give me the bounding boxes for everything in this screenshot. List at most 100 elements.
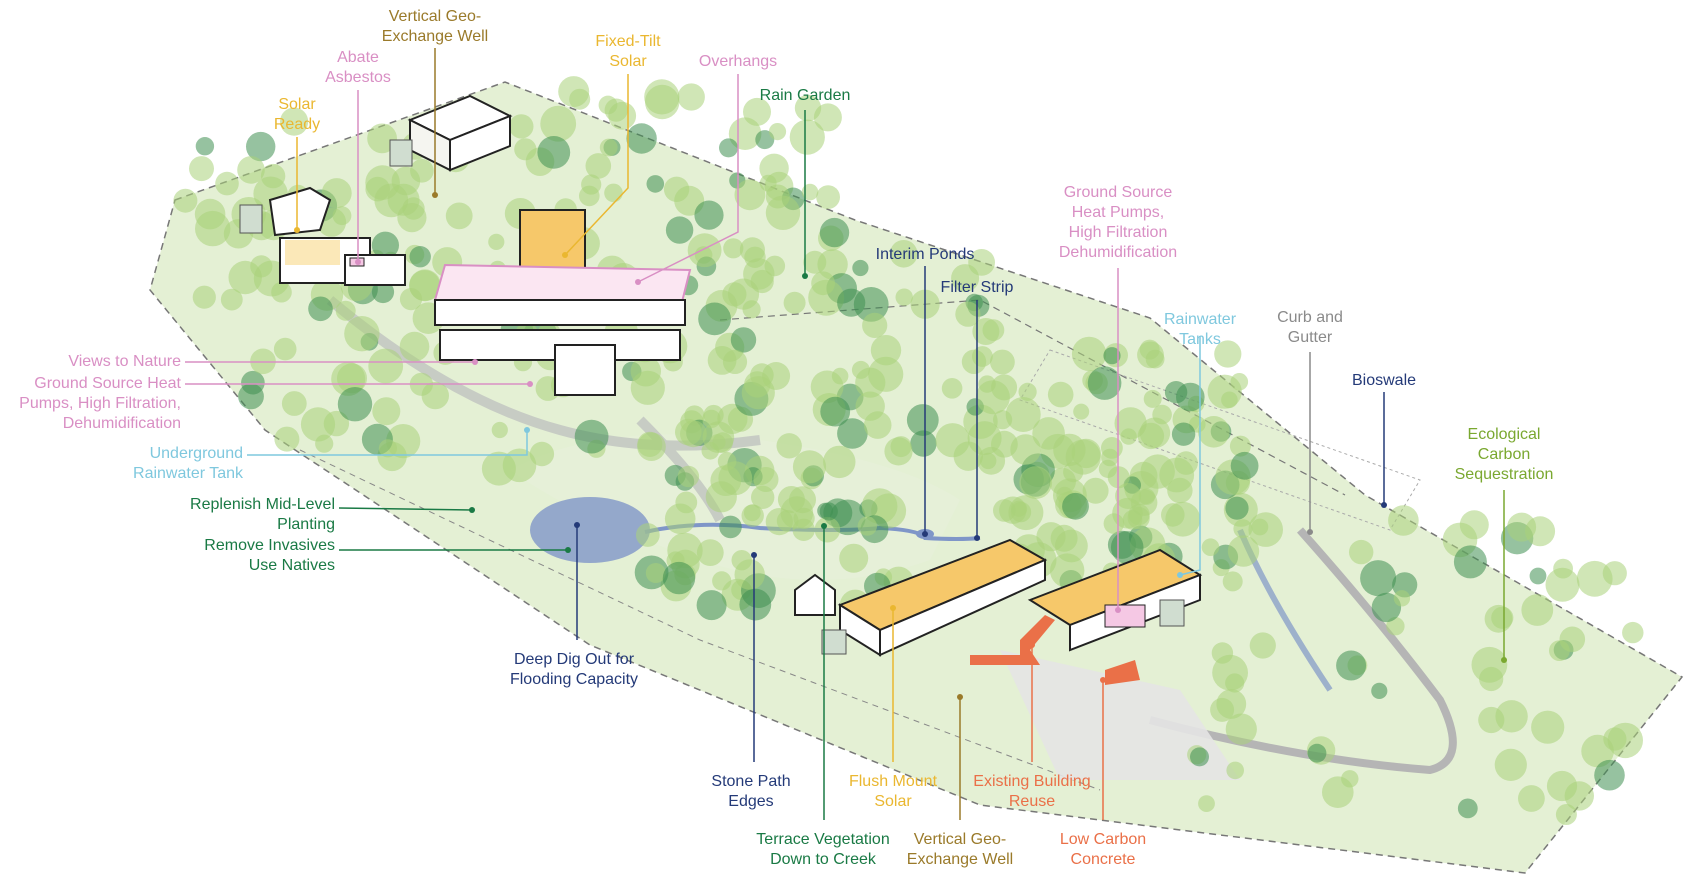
tree <box>739 588 772 621</box>
leader-dot-vertical-geo-bottom <box>957 694 963 700</box>
tree <box>237 156 265 184</box>
tree <box>819 217 850 248</box>
label-existing-building: Existing Building Reuse <box>973 773 1091 810</box>
tree <box>1518 785 1545 812</box>
tree <box>719 138 738 158</box>
tree <box>990 349 1015 375</box>
tree <box>1233 519 1253 539</box>
tree <box>823 445 856 479</box>
tree <box>1139 417 1171 449</box>
tree <box>906 404 939 436</box>
tree <box>1484 604 1513 633</box>
tree <box>250 255 273 278</box>
leader-dot-ground-source-left <box>527 381 533 387</box>
tree <box>665 216 694 244</box>
tree <box>1115 483 1142 509</box>
tree <box>712 432 733 453</box>
tree <box>1110 531 1144 564</box>
tree <box>955 301 981 327</box>
tree <box>220 288 243 311</box>
tree <box>195 137 215 156</box>
tree <box>862 312 888 338</box>
tree <box>399 288 423 311</box>
tree <box>337 387 373 422</box>
tree <box>192 285 216 309</box>
tree <box>1167 477 1193 504</box>
leader-dot-ecological-carbon <box>1501 657 1507 663</box>
label-remove-invasives: Remove Invasives Use Natives <box>204 537 335 574</box>
tree <box>783 291 806 314</box>
tree <box>1222 571 1243 592</box>
tree <box>1098 459 1117 478</box>
tree <box>1053 433 1086 467</box>
tree <box>1161 503 1185 527</box>
tree <box>645 563 666 583</box>
tree <box>502 448 537 483</box>
leader-dot-rain-garden <box>802 273 808 279</box>
tree <box>1226 761 1244 780</box>
tree <box>1249 632 1276 659</box>
tree <box>1478 706 1505 734</box>
tree <box>759 153 789 183</box>
tree <box>1050 553 1085 588</box>
tree <box>599 138 618 157</box>
tree <box>1201 538 1220 556</box>
leader-dot-curb-gutter <box>1307 529 1313 535</box>
label-ground-source-right: Ground Source Heat Pumps, High Filtratio… <box>1058 184 1178 261</box>
tree <box>445 202 473 230</box>
tree <box>1073 403 1090 420</box>
tree <box>982 319 1005 341</box>
tree <box>1307 743 1327 763</box>
tree <box>743 504 761 522</box>
leader-dot-deep-dig <box>574 522 580 528</box>
tree <box>1471 646 1508 683</box>
tree <box>991 374 1018 401</box>
tree <box>308 296 333 322</box>
tree <box>717 452 737 471</box>
label-deep-dig: Deep Dig Out for Flooding Capacity <box>509 651 639 688</box>
label-underground-tank: Underground Rainwater Tank <box>133 445 243 482</box>
tree <box>837 418 868 449</box>
tree <box>604 183 623 203</box>
tree <box>1082 477 1109 504</box>
tree <box>1047 381 1074 408</box>
label-flush-mount-solar: Flush Mount Solar <box>848 773 938 810</box>
tree <box>861 488 898 524</box>
curb-road <box>1148 527 1457 775</box>
tree <box>811 271 835 296</box>
label-solar-ready: Solar Ready <box>273 96 321 133</box>
tree <box>344 316 380 352</box>
callout-leaders <box>185 48 1507 820</box>
tree <box>792 450 827 484</box>
tree <box>734 559 765 590</box>
tree <box>868 356 904 392</box>
tree <box>839 543 869 573</box>
tree <box>1176 382 1205 412</box>
tree <box>730 327 757 353</box>
leader-dot-vertical-geo-top <box>432 192 438 198</box>
tree <box>744 371 771 398</box>
tree <box>968 249 995 276</box>
tree <box>246 131 276 162</box>
tree <box>529 441 555 467</box>
tree <box>637 432 666 462</box>
tree <box>667 532 703 569</box>
tree <box>803 250 827 274</box>
tree <box>993 499 1016 522</box>
tree <box>789 119 825 155</box>
tree <box>630 370 665 405</box>
tree <box>1225 496 1249 520</box>
tree <box>1494 748 1527 782</box>
label-replenish-planting: Replenish Mid-Level Planting <box>190 496 335 533</box>
tree <box>776 433 802 459</box>
tree <box>1145 349 1165 369</box>
tree <box>1063 462 1084 483</box>
tree <box>870 335 902 366</box>
tree <box>941 378 963 399</box>
tree <box>374 183 409 218</box>
inner-boundary <box>719 299 1346 496</box>
tree <box>1341 770 1359 788</box>
tree <box>215 171 239 196</box>
